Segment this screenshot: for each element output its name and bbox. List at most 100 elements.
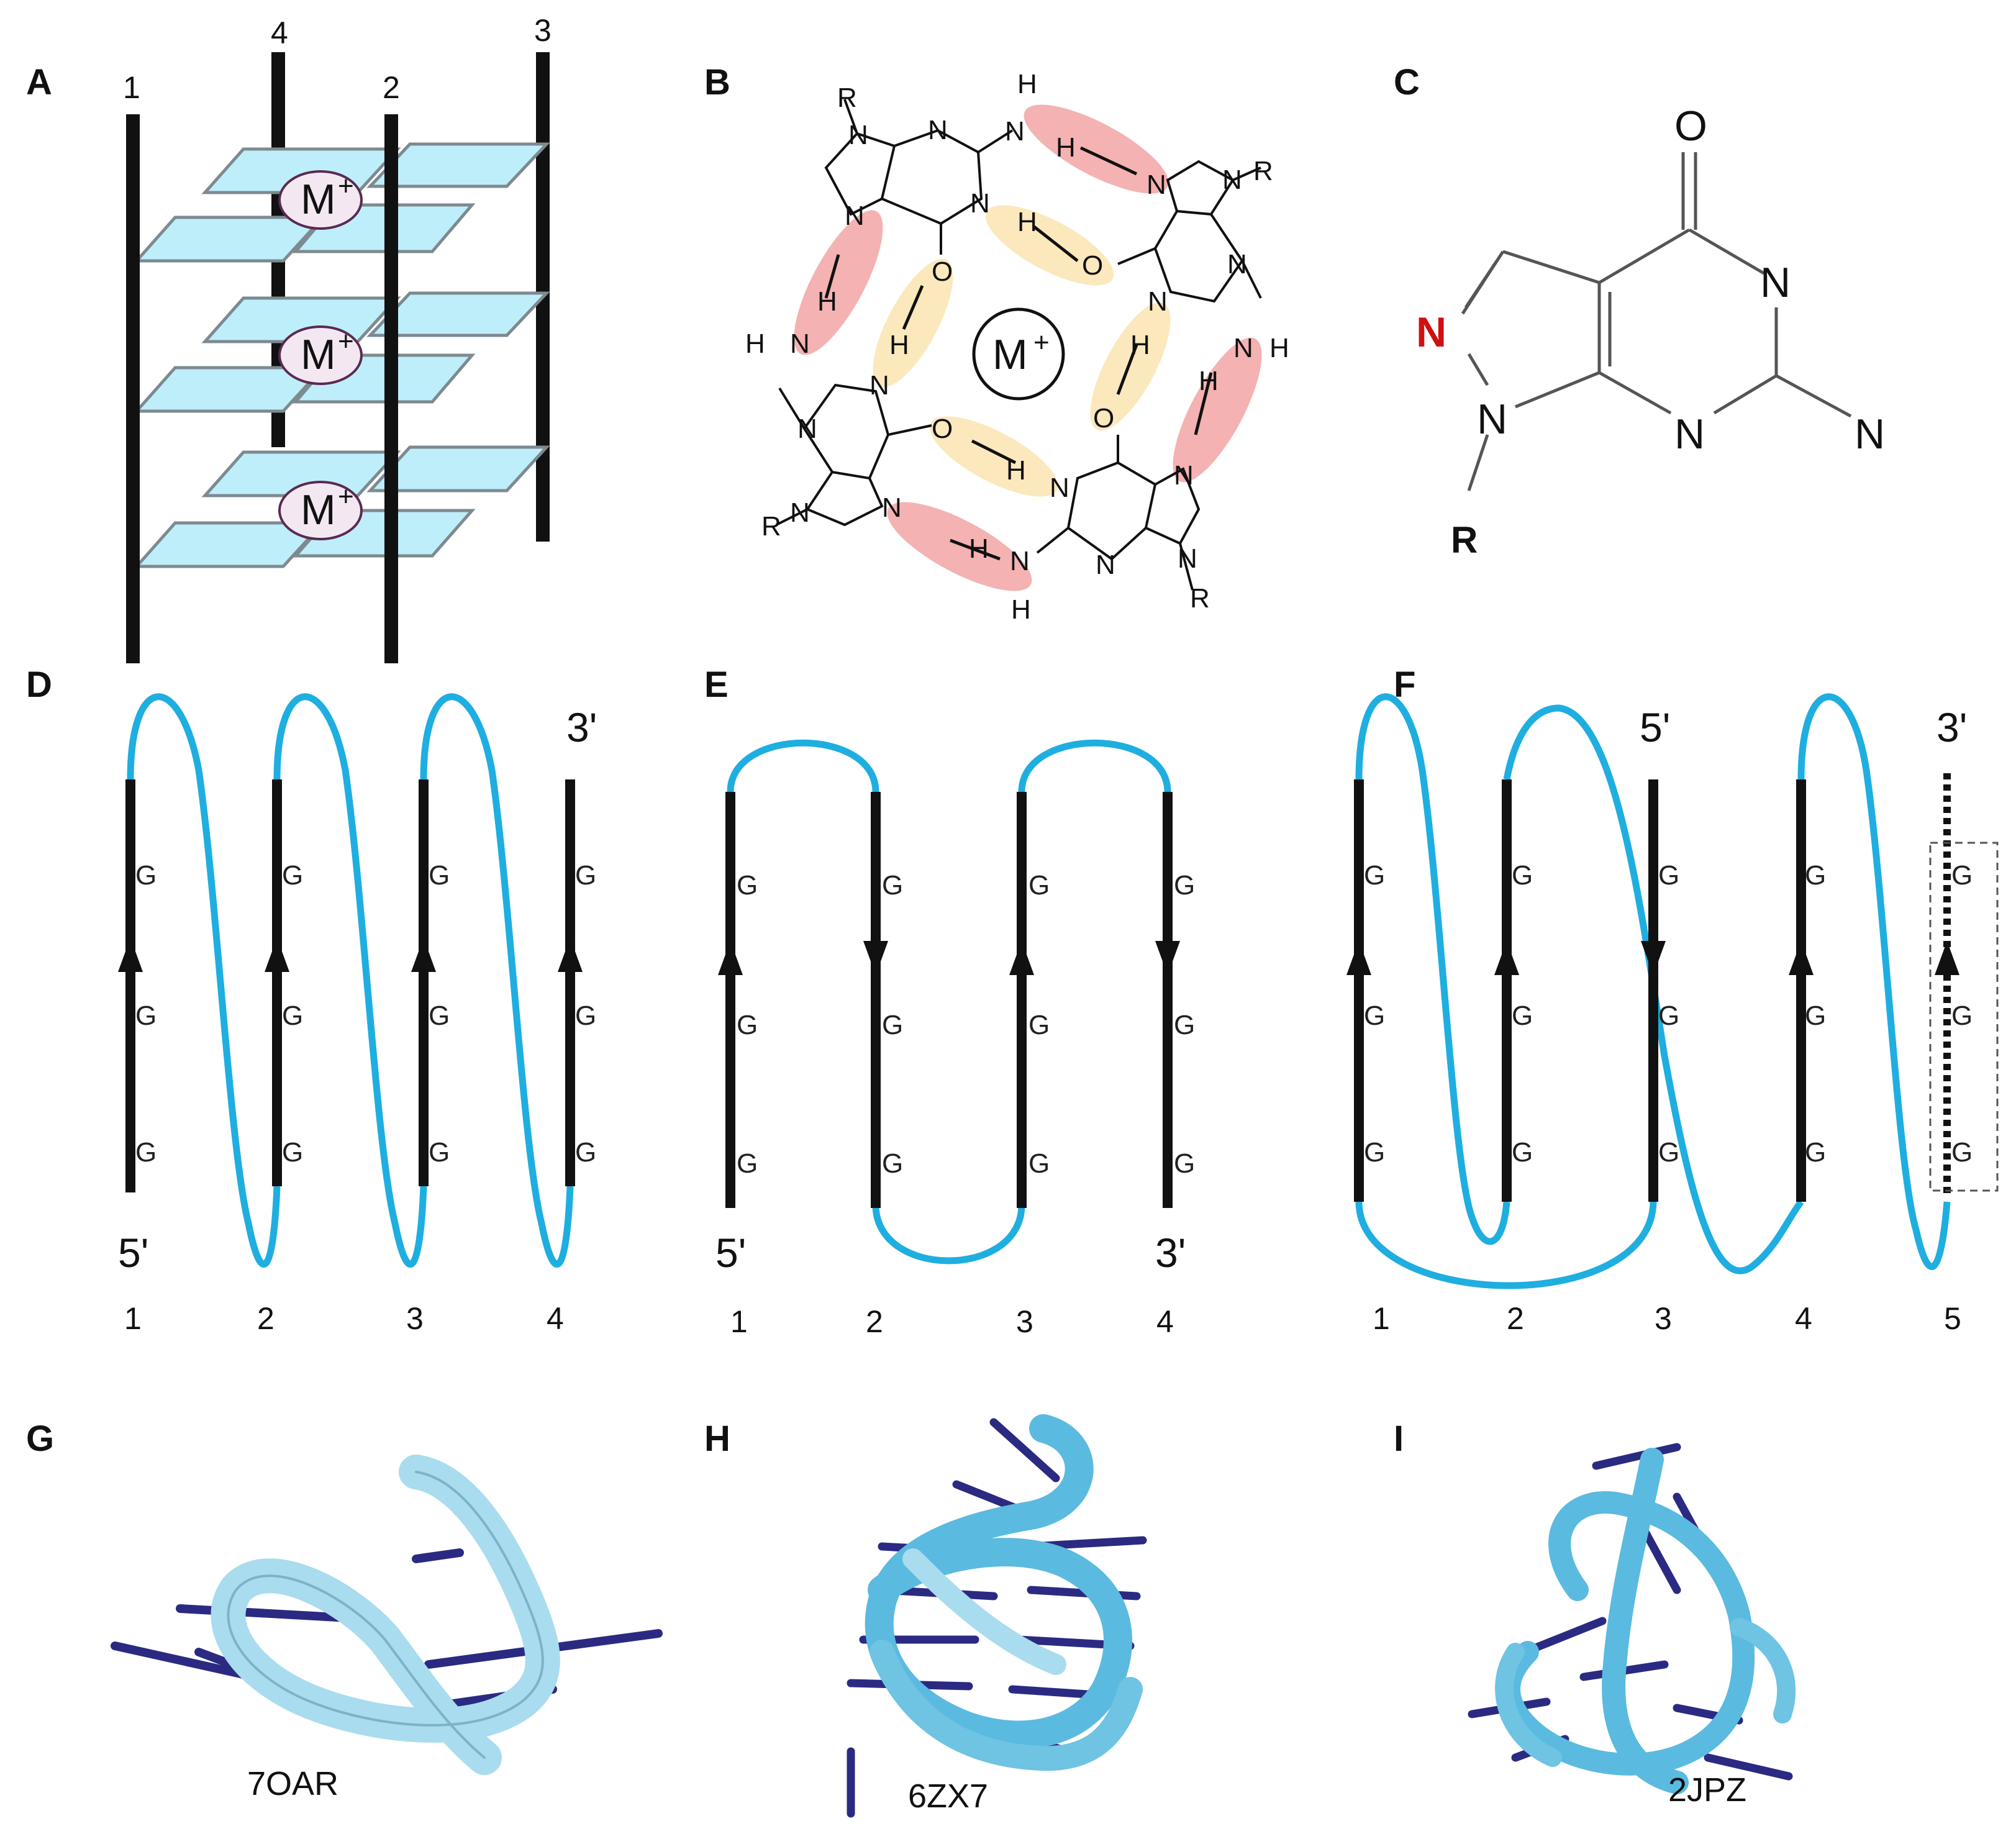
g-base-label: G: [737, 870, 758, 901]
svg-text:H: H: [1269, 333, 1289, 363]
pdb-id-g: 7OAR: [247, 1765, 338, 1802]
svg-text:+: +: [1033, 327, 1050, 358]
panel-label-g: G: [26, 1419, 54, 1459]
metal-ion-3: M +: [278, 481, 363, 540]
svg-text:O: O: [932, 257, 953, 287]
panel-c: C O N N N N N R: [1394, 62, 1885, 561]
svg-text:N: N: [1096, 550, 1115, 580]
hbond-highlights-watson: [873, 205, 1171, 497]
pdb-id-h: 6ZX7: [908, 1778, 988, 1815]
g-base-label: G: [1174, 870, 1195, 901]
svg-text:N: N: [1222, 165, 1242, 195]
g-base-label: G: [429, 1001, 450, 1031]
svg-text:N: N: [790, 497, 810, 528]
g-base-label: G: [1658, 1001, 1679, 1031]
g-base-label: G: [1805, 1001, 1826, 1031]
svg-text:M: M: [301, 331, 336, 378]
svg-text:1: 1: [1373, 1301, 1390, 1336]
metal-ion-1: M +: [278, 170, 363, 230]
svg-text:N: N: [797, 414, 817, 444]
panel-label-c: C: [1394, 62, 1420, 102]
g-tetrad-plates: [133, 142, 550, 568]
panel-label-a: A: [26, 62, 52, 102]
svg-text:H: H: [1056, 132, 1076, 163]
panel-b: B: [704, 62, 1289, 625]
svg-text:N: N: [1674, 411, 1705, 458]
g-base-label: G: [575, 1001, 596, 1031]
g-base-label: G: [1805, 860, 1826, 891]
panel-label-b: B: [704, 62, 730, 102]
svg-text:N: N: [970, 188, 990, 219]
g-base-label: G: [1364, 860, 1385, 891]
svg-text:O: O: [1082, 250, 1103, 281]
five-prime-f: 5': [1640, 704, 1670, 750]
svg-text:H: H: [817, 286, 837, 317]
ribbon-i: [1495, 1448, 1796, 1794]
five-prime-e: 5': [715, 1230, 746, 1276]
g-base-label: G: [1951, 860, 1973, 891]
g-base-label: G: [1028, 1010, 1050, 1040]
g-base-label: G: [135, 1001, 157, 1031]
g-base-label: G: [1174, 1010, 1195, 1040]
svg-text:N: N: [870, 370, 889, 401]
svg-text:M: M: [301, 486, 336, 534]
svg-text:H: H: [1017, 207, 1037, 237]
three-prime-f: 3': [1937, 704, 1967, 750]
atom-labels: R N N N N N H H H O N N R N O N N H H H …: [745, 69, 1289, 625]
five-prime-d: 5': [118, 1230, 148, 1276]
svg-text:N: N: [1227, 249, 1247, 279]
g-base-label: G: [1951, 1001, 1973, 1031]
g-base-label: G: [135, 860, 157, 891]
arrows-up-d: [118, 938, 583, 972]
loops-d: [127, 693, 574, 1268]
g-base-label: G: [882, 870, 903, 901]
svg-text:4: 4: [547, 1301, 564, 1336]
strand-label-3: 3: [534, 13, 552, 48]
svg-text:N: N: [882, 493, 902, 523]
g-base-label: G: [1364, 1137, 1385, 1168]
g-base-label: G: [1805, 1137, 1826, 1168]
svg-text:2: 2: [1507, 1301, 1524, 1336]
loops-e: [727, 739, 1171, 1265]
svg-text:+: +: [338, 171, 354, 201]
svg-text:3: 3: [1655, 1301, 1672, 1336]
strand-label-1: 1: [123, 70, 140, 105]
pyrazolopyrimidine-bonds: [1461, 152, 1852, 491]
ribbon-g: [211, 1455, 560, 1775]
g-base-label: G: [575, 1137, 596, 1168]
svg-text:N: N: [1146, 170, 1166, 200]
svg-text:1: 1: [730, 1304, 748, 1339]
svg-text:H: H: [969, 534, 989, 564]
three-prime-d: 3': [566, 704, 597, 750]
pdb-id-i: 2JPZ: [1668, 1771, 1746, 1809]
svg-text:N: N: [1233, 333, 1253, 363]
svg-text:N: N: [1477, 396, 1507, 443]
g-base-label: G: [882, 1010, 903, 1040]
three-prime-e: 3': [1155, 1230, 1186, 1276]
svg-text:O: O: [932, 414, 953, 444]
svg-text:N: N: [1148, 286, 1168, 317]
panel-g: G 7OAR: [26, 1419, 663, 1802]
panel-label-e: E: [704, 665, 729, 705]
svg-text:R: R: [837, 83, 857, 113]
arrows-e: [718, 941, 1180, 975]
svg-text:N: N: [1050, 473, 1069, 503]
panel-a: A 1 4 2 3 M + M + M +: [26, 13, 552, 663]
central-metal-ion: M +: [972, 307, 1065, 401]
svg-text:N: N: [845, 201, 865, 231]
panel-label-d: D: [26, 665, 52, 705]
g-base-label: G: [1951, 1137, 1973, 1168]
panel-i: I 2JPZ: [1394, 1419, 1796, 1809]
g-base-label: G: [282, 860, 303, 891]
svg-text:N: N: [1005, 116, 1025, 147]
svg-text:3: 3: [1016, 1304, 1033, 1339]
svg-text:4: 4: [1795, 1301, 1812, 1336]
g-base-label: G: [1658, 860, 1679, 891]
arrows-f: [1346, 941, 1959, 975]
g-base-label: G: [1512, 860, 1533, 891]
g-base-label: G: [429, 860, 450, 891]
